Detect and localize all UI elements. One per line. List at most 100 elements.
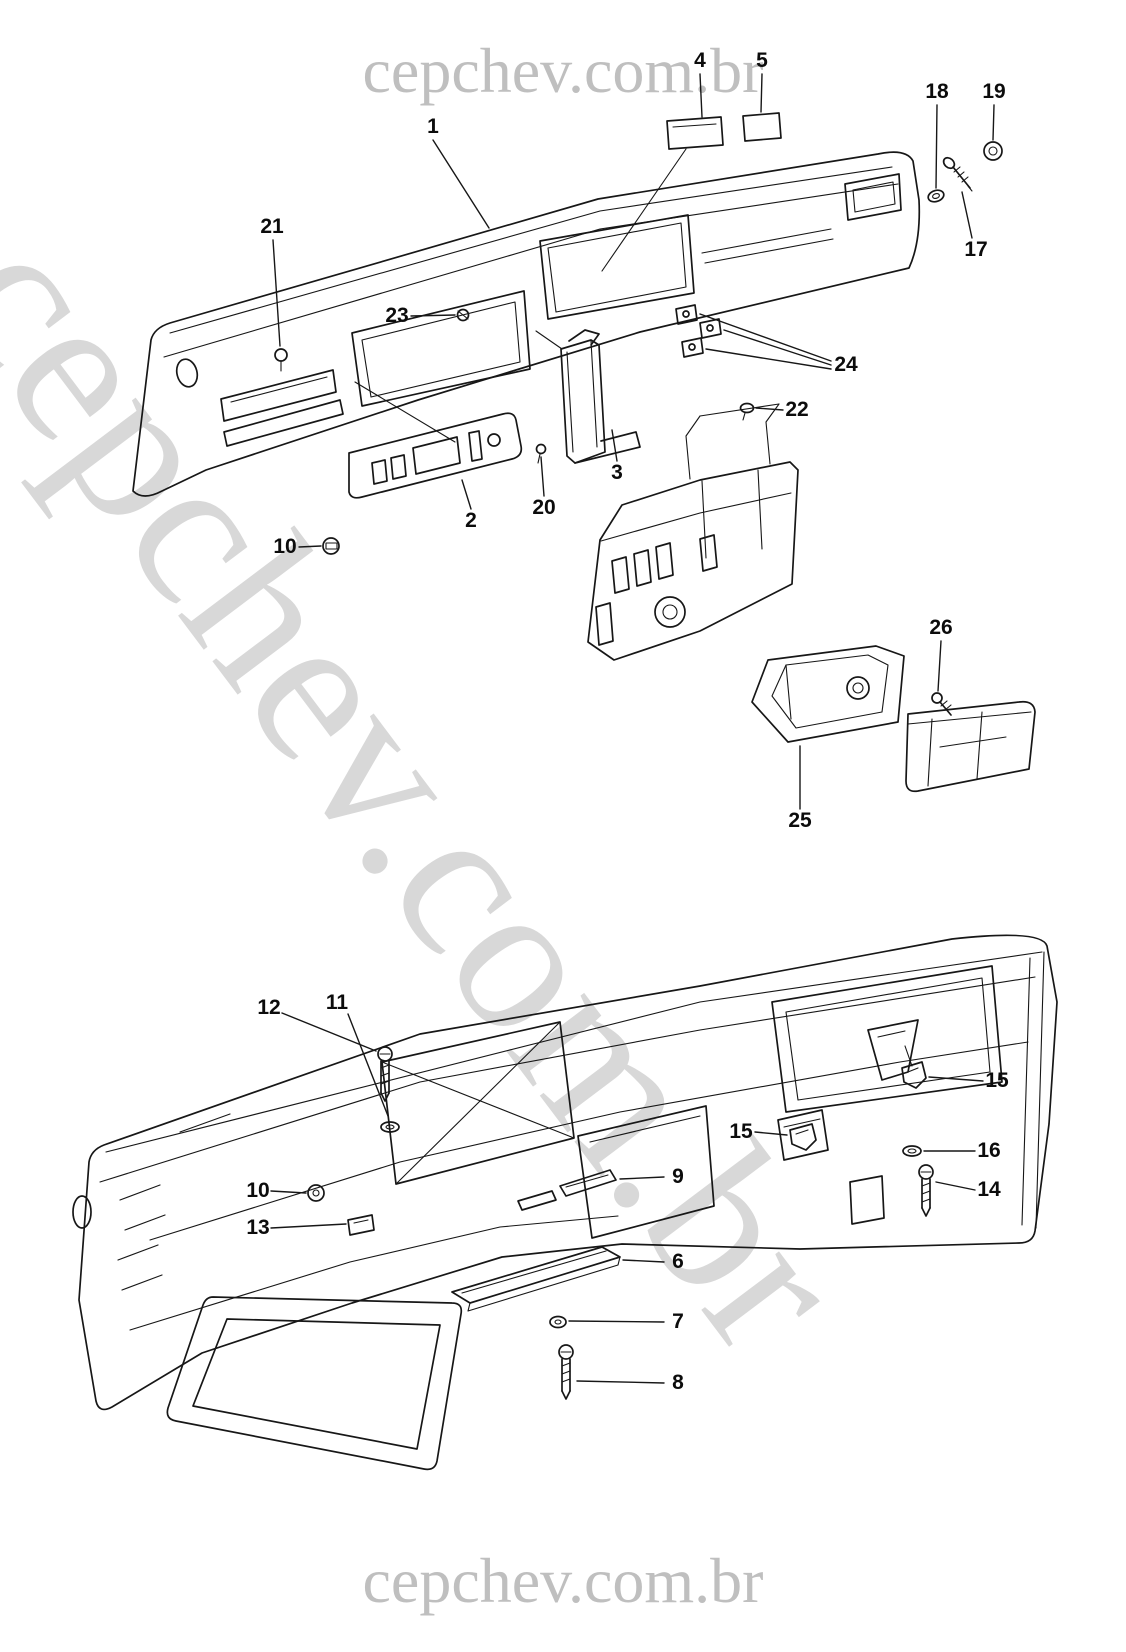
- part-callout-10: 10: [273, 535, 297, 558]
- part-callout-5: 5: [756, 49, 768, 72]
- switch-2: [699, 318, 722, 339]
- switch-3: [681, 337, 704, 358]
- leader-line: [935, 1181, 976, 1191]
- part-callout-3: 3: [611, 461, 623, 484]
- leader-line: [540, 456, 545, 497]
- leader-line: [576, 1380, 665, 1384]
- pin-20: [535, 443, 547, 455]
- part-callout-14: 14: [977, 1178, 1001, 1201]
- part-callout-8: 8: [672, 1371, 684, 1394]
- leader-line: [755, 407, 784, 411]
- part-callout-4: 4: [694, 49, 706, 72]
- switch-panel-art: [348, 412, 523, 499]
- leader-line: [622, 1259, 665, 1263]
- center-stack-opening: [577, 1105, 715, 1239]
- leader-line: [935, 104, 938, 189]
- clip-21: [274, 348, 288, 362]
- clip-13: [347, 1214, 375, 1236]
- part-callout-23: 23: [385, 304, 409, 327]
- ashtray-housing: [751, 645, 905, 743]
- nut-10-lower: [307, 1184, 325, 1202]
- leader-lines: [270, 73, 995, 1384]
- screw-26-head: [931, 692, 943, 704]
- washer-18: [927, 189, 945, 203]
- screw-14-head: [918, 1164, 934, 1180]
- leader-line: [619, 1176, 665, 1180]
- leader-line: [410, 314, 456, 317]
- grommet-19: [983, 141, 1003, 161]
- part-callout-2: 2: [465, 509, 477, 532]
- lower-hardware-art: [307, 1046, 934, 1400]
- part-5-pad: [742, 112, 782, 142]
- leader-line: [272, 239, 281, 347]
- leader-line: [928, 1076, 984, 1082]
- leader-line: [281, 1012, 377, 1052]
- leader-line: [705, 348, 832, 370]
- part-callout-17: 17: [964, 238, 988, 261]
- bracket-outline: [560, 339, 606, 464]
- leader-line: [699, 313, 832, 362]
- screw-23: [456, 308, 470, 322]
- part-callout-15: 15: [729, 1120, 753, 1143]
- part-callout-19: 19: [982, 80, 1006, 103]
- center-bracket-art: [560, 304, 722, 464]
- part-callout-10: 10: [246, 1179, 270, 1202]
- switch-1: [675, 304, 698, 325]
- part-callout-9: 9: [672, 1165, 684, 1188]
- part-callout-13: 13: [246, 1216, 270, 1239]
- leader-line: [347, 1013, 389, 1117]
- clip-15-right: [901, 1061, 927, 1089]
- console-outline: [587, 461, 799, 661]
- leader-line: [699, 73, 703, 118]
- bracket-9: [559, 1169, 617, 1197]
- part-callout-18: 18: [925, 80, 949, 103]
- leader-line: [754, 1131, 788, 1136]
- glovebox-opening: [771, 965, 1003, 1113]
- lamp-lens-6: [451, 1246, 621, 1304]
- ashtray-drawer: [905, 700, 1036, 793]
- pad-outline: [132, 151, 921, 497]
- part-callout-12: 12: [257, 996, 281, 1019]
- lighter-opening: [846, 676, 870, 700]
- part-callout-26: 26: [929, 616, 953, 639]
- washer-11: [380, 1121, 400, 1133]
- switch-panel-outline: [348, 412, 523, 499]
- clip-10-upper: [322, 537, 340, 555]
- screw-12-head: [377, 1046, 393, 1062]
- bracket-15-left: [777, 1109, 829, 1161]
- leader-line: [961, 191, 973, 239]
- center-opening: [539, 214, 695, 320]
- screw-8-head: [558, 1344, 574, 1360]
- lower-dashboard-art: [72, 934, 1058, 1411]
- leader-line: [270, 1190, 307, 1194]
- leader-line: [432, 139, 490, 229]
- leader-line: [723, 329, 832, 366]
- part-callout-11: 11: [325, 991, 349, 1014]
- part-callout-7: 7: [672, 1310, 684, 1333]
- part-callout-16: 16: [977, 1139, 1001, 1162]
- part-callout-22: 22: [785, 398, 809, 421]
- defroster-vent: [844, 173, 902, 221]
- upper-hardware-art: [274, 141, 1003, 555]
- part-callout-6: 6: [672, 1250, 684, 1273]
- leader-line: [760, 73, 763, 113]
- leader-line: [611, 429, 618, 462]
- cluster-opening: [351, 290, 531, 407]
- part-callout-21: 21: [260, 215, 284, 238]
- part-callout-20: 20: [532, 496, 556, 519]
- washer-16: [902, 1145, 922, 1157]
- glovebox-frame-art: [166, 1296, 463, 1471]
- leader-line: [298, 545, 322, 548]
- part-4-pad: [666, 116, 724, 150]
- dial-opening: [654, 596, 686, 628]
- part-callout-1: 1: [427, 115, 439, 138]
- upper-dashboard-art: [132, 112, 921, 497]
- ashtray-assembly-art: [751, 645, 1036, 793]
- part-callout-25: 25: [788, 809, 812, 832]
- clip-15-left: [789, 1123, 817, 1151]
- frame-outline: [78, 934, 1058, 1411]
- end-cap-hole: [175, 358, 199, 388]
- leader-line: [568, 1320, 665, 1323]
